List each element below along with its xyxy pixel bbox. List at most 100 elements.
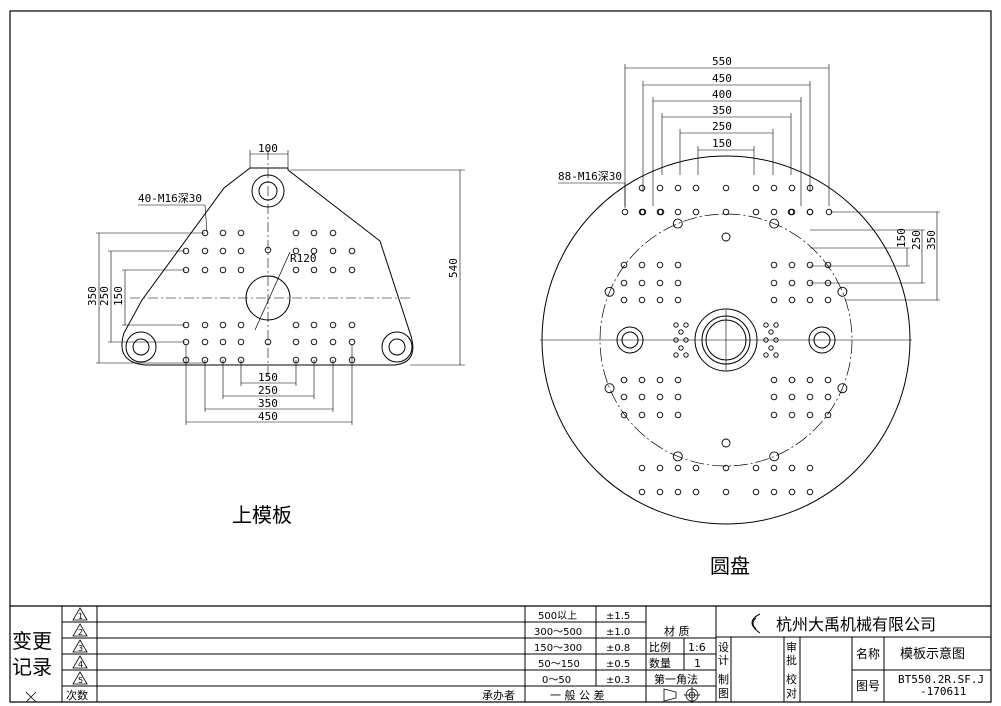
positioning-hole <box>721 438 731 448</box>
bolt-hole <box>201 321 209 329</box>
bolt-hole <box>656 488 664 496</box>
general-tolerance-label: 一 般 公 差 <box>550 688 605 702</box>
drawing-no-line-2: -170611 <box>920 685 966 698</box>
tol-value-1: ±1.0 <box>606 627 630 638</box>
bolt-hole <box>752 464 760 472</box>
bolt-hole <box>770 393 778 401</box>
tol-value-4: ±0.3 <box>606 675 630 686</box>
bolt-hole <box>674 376 682 384</box>
bolt-hole <box>674 464 682 472</box>
bolt-hole <box>674 411 682 419</box>
revision-triangle-icon <box>72 607 88 621</box>
review-label-1: 审 <box>786 640 797 654</box>
bolt-hole <box>329 266 337 274</box>
upper-dimension-lines <box>96 150 465 425</box>
bolt-hole <box>638 376 646 384</box>
bolt-hole <box>770 296 778 304</box>
bolt-hole <box>237 266 245 274</box>
revision-triangle-icon <box>72 623 88 637</box>
cross-mark <box>25 691 37 703</box>
company-logo-icon <box>751 613 761 634</box>
bolt-hole <box>219 266 227 274</box>
upper-dim-h-350: 350 <box>258 397 278 410</box>
bolt-hole <box>348 338 356 346</box>
positioning-hole <box>604 286 615 297</box>
bolt-hole <box>348 321 356 329</box>
bolt-hole <box>201 266 209 274</box>
bolt-hole <box>788 184 796 192</box>
bolt-hole <box>763 352 769 358</box>
bolt-hole <box>770 411 778 419</box>
positioning-hole <box>672 218 683 229</box>
upper-plate-label: 上模板 <box>232 503 292 527</box>
bolt-hole <box>621 208 629 216</box>
bolt-hole <box>768 329 774 335</box>
upper-dim-radius: R120 <box>290 252 317 265</box>
bolt-hole <box>824 376 832 384</box>
positioning-hole <box>769 451 780 462</box>
bolt-hole <box>656 411 664 419</box>
bolt-hole <box>638 393 646 401</box>
bolt-hole <box>657 208 665 216</box>
round-dim-350: 350 <box>712 104 732 117</box>
qty-label: 数量 <box>649 657 671 670</box>
bolt-hole <box>620 261 628 269</box>
col-count-header: 次数 <box>66 688 88 702</box>
bolt-hole <box>768 345 774 351</box>
bolt-hole <box>824 296 832 304</box>
bolt-hole <box>638 261 646 269</box>
bolt-hole <box>752 184 760 192</box>
bolt-hole <box>770 488 778 496</box>
bolt-hole <box>788 488 796 496</box>
bolt-hole <box>673 352 679 358</box>
review-label-2: 批 <box>786 653 797 667</box>
bolt-hole <box>722 464 730 472</box>
upper-dim-h-250: 250 <box>258 384 278 397</box>
title-block-grid <box>10 605 991 702</box>
revision-triangle-icon <box>72 639 88 653</box>
upper-dim-540: 540 <box>447 258 460 278</box>
upper-plate-bolt-holes <box>182 229 356 364</box>
bolt-hole <box>806 376 814 384</box>
bolt-hole <box>683 352 689 358</box>
bolt-hole <box>348 266 356 274</box>
bolt-hole <box>770 376 778 384</box>
bolt-hole <box>806 296 814 304</box>
bolt-hole <box>692 184 700 192</box>
bolt-hole <box>656 393 664 401</box>
revision-number: 4 <box>78 660 83 669</box>
bolt-hole <box>201 338 209 346</box>
bolt-hole <box>656 464 664 472</box>
round-plate-label: 圆盘 <box>710 554 750 578</box>
bolt-hole <box>788 376 796 384</box>
bolt-hole <box>752 488 760 496</box>
round-plate-view <box>540 155 912 525</box>
bolt-hole <box>674 488 682 496</box>
upper-plate-outline <box>121 167 414 366</box>
bolt-hole <box>219 338 227 346</box>
bolt-hole <box>620 393 628 401</box>
bolt-hole <box>638 488 646 496</box>
bolt-hole <box>638 184 646 192</box>
upper-dim-v-350: 350 <box>86 286 99 306</box>
round-dim-bolt-spec: 88-M16深30 <box>558 170 622 183</box>
upper-dim-v-150: 150 <box>112 286 125 306</box>
bolt-hole <box>692 208 700 216</box>
bolt-hole <box>674 279 682 287</box>
bolt-hole <box>237 247 245 255</box>
bolt-hole <box>264 338 272 346</box>
bolt-hole <box>292 321 300 329</box>
round-dim-v-350: 350 <box>925 230 938 250</box>
design-label-2: 计 <box>718 654 729 667</box>
bolt-hole <box>201 247 209 255</box>
bolt-hole <box>763 322 769 328</box>
col-handler-header: 承办者 <box>482 689 515 702</box>
round-dimension-lines <box>558 64 940 301</box>
bolt-hole <box>788 261 796 269</box>
bolt-hole <box>620 296 628 304</box>
bolt-hole <box>722 184 730 192</box>
bolt-hole <box>806 208 814 216</box>
bolt-hole <box>310 247 318 255</box>
